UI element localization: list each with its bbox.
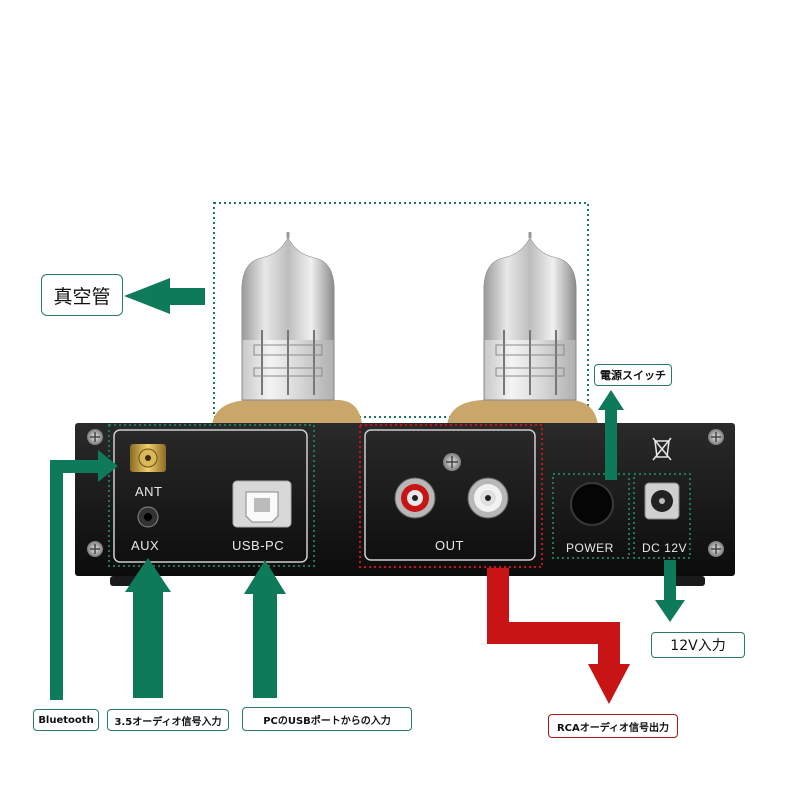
out-label: OUT [435, 538, 464, 553]
arrow-bluetooth-shaft [50, 460, 63, 700]
callout-aux-input: 3.5オーディオ信号入力 [107, 709, 229, 731]
usb-b-port-icon [232, 480, 292, 528]
power-switch-icon [570, 482, 614, 526]
aux-jack-icon [137, 506, 159, 528]
vacuum-tube-left [241, 232, 335, 401]
screw-icons [87, 429, 724, 557]
dc-label: DC 12V [642, 541, 688, 555]
output-highlight-box [359, 424, 543, 568]
weee-bin-icon [652, 437, 672, 461]
antenna-connector-icon [130, 444, 166, 472]
aux-label: AUX [131, 538, 160, 553]
callout-bluetooth: Bluetooth [33, 709, 99, 731]
rca-right-jack-icon [467, 477, 509, 519]
output-panel [364, 429, 536, 561]
arrow-usb-shaft [253, 592, 277, 698]
callout-power-switch: 電源スイッチ [594, 364, 672, 386]
callout-usb-input: PCのUSBポートからの入力 [242, 707, 412, 731]
vacuum-tube-right [483, 232, 577, 401]
dc-jack-icon [644, 482, 680, 520]
arrow-tubes [124, 278, 205, 314]
tube-base-left [212, 400, 362, 425]
callout-rca-output: RCAオーディオ信号出力 [548, 714, 678, 738]
tube-base-right [447, 400, 598, 425]
callout-tubes: 真空管 [41, 274, 123, 316]
arrow-dc-shaft [664, 560, 676, 602]
arrow-aux-shaft [133, 590, 163, 698]
input-highlight-box [108, 424, 315, 567]
tube-highlight-box [213, 202, 589, 418]
ant-label: ANT [135, 484, 163, 499]
power-label: POWER [566, 541, 614, 555]
arrow-power-shaft [605, 408, 617, 480]
callout-power-input: 12V入力 [651, 632, 745, 658]
rca-left-jack-icon [394, 477, 436, 519]
usb-pc-label: USB-PC [232, 538, 285, 553]
red-arrow-rca [487, 568, 630, 704]
input-panel [113, 429, 308, 563]
green-arrows [50, 278, 685, 700]
